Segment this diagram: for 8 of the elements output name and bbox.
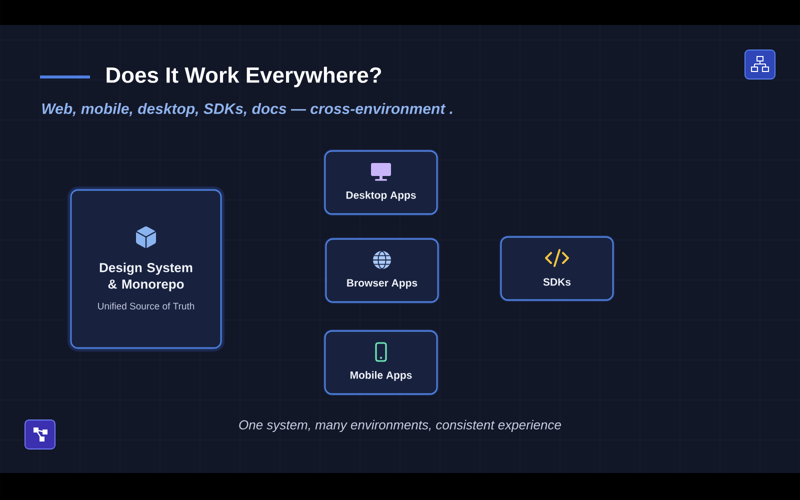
title: Does It Work Everywhere? — [106, 66, 382, 88]
process-box: Desktop Apps — [324, 150, 438, 216]
process-box: Design System & Monorepo Unified Source of Truth — [68, 186, 224, 352]
process-box: Mobile Apps — [324, 330, 438, 396]
subtitle: Web, mobile, desktop, SDKs, docs — cross-environment . — [42, 103, 452, 117]
caption: One system, many environments, consistent experience — [239, 420, 561, 432]
process-box: SDKs — [500, 236, 614, 302]
process-box: Browser Apps — [324, 238, 440, 304]
